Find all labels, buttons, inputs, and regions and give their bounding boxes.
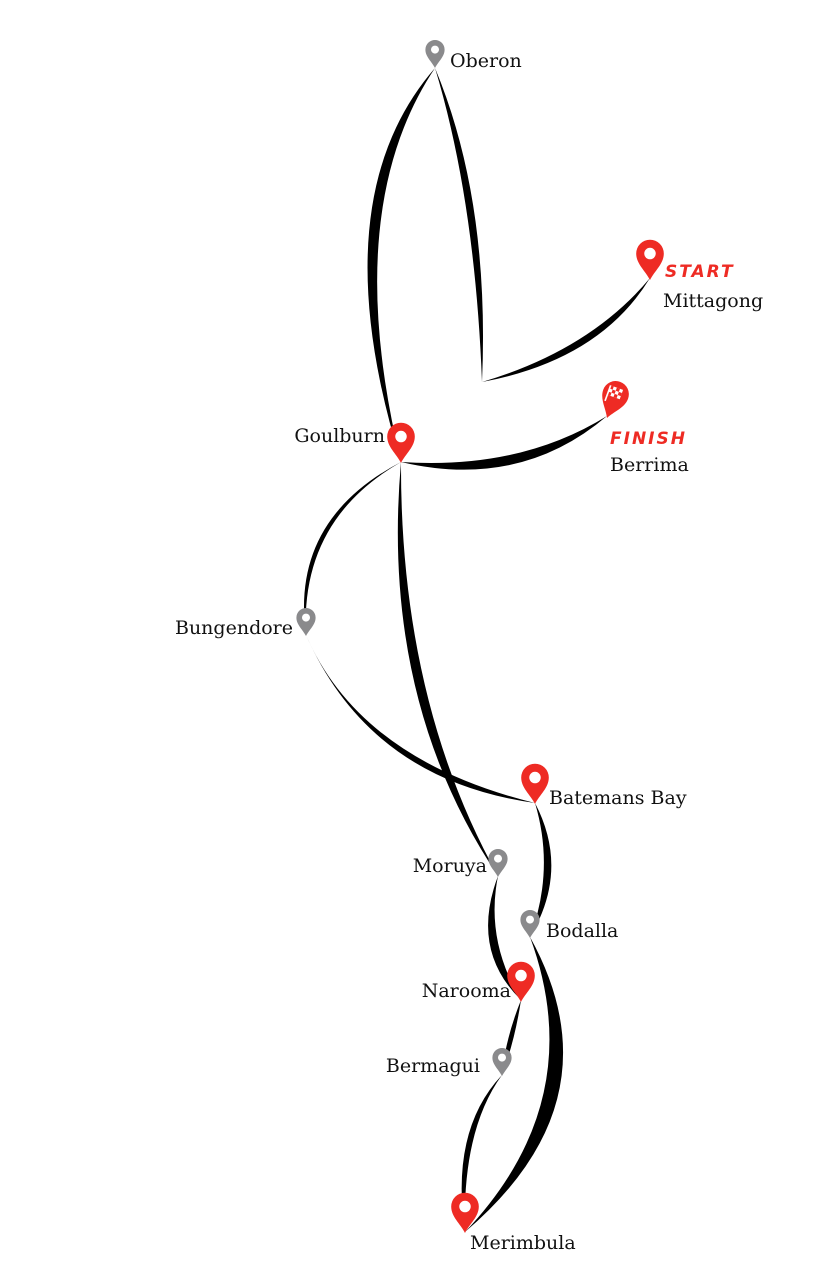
route-oberon-goulburn bbox=[367, 68, 435, 462]
pins bbox=[296, 40, 664, 1233]
pin-batemans-bay-icon[interactable] bbox=[521, 763, 549, 804]
label-narooma: Narooma bbox=[421, 980, 511, 1002]
label-oberon: Oberon bbox=[450, 50, 522, 72]
route-goulburn-berrima bbox=[401, 416, 607, 470]
label-mittagong: Mittagong bbox=[663, 290, 764, 312]
label-bodalla: Bodalla bbox=[546, 920, 619, 942]
label-bungendore: Bungendore bbox=[174, 617, 293, 639]
pin-moruya-icon[interactable] bbox=[488, 849, 508, 877]
finish-flag-pin-icon[interactable] bbox=[594, 377, 633, 423]
start-tag: START bbox=[665, 262, 735, 282]
pin-merimbula-icon[interactable] bbox=[451, 1192, 479, 1233]
label-batemans-bay: Batemans Bay bbox=[549, 787, 687, 809]
route-goulburn-moruya bbox=[397, 462, 498, 876]
route-bodalla-merimbula bbox=[465, 937, 564, 1232]
pin-oberon-icon[interactable] bbox=[425, 40, 445, 68]
label-goulburn: Goulburn bbox=[294, 425, 385, 447]
pin-mittagong-icon[interactable] bbox=[636, 239, 664, 280]
finish-tag: FINISH bbox=[610, 429, 687, 449]
label-merimbula: Merimbula bbox=[470, 1232, 576, 1254]
route-mittagong-turn bbox=[482, 278, 650, 382]
route-turn-oberon bbox=[435, 68, 484, 382]
route-bungendore-batemans bbox=[306, 635, 535, 803]
route-bermagui-merimbula bbox=[461, 1075, 502, 1232]
pin-goulburn-icon[interactable] bbox=[387, 422, 415, 463]
pin-bermagui-icon[interactable] bbox=[492, 1048, 512, 1076]
label-bermagui: Bermagui bbox=[385, 1055, 480, 1077]
pin-bungendore-icon[interactable] bbox=[296, 608, 316, 636]
route-batemans-bodalla bbox=[530, 803, 552, 937]
pin-narooma-icon[interactable] bbox=[507, 961, 535, 1002]
route-goulburn-bungendore bbox=[303, 462, 401, 635]
pin-bodalla-icon[interactable] bbox=[520, 910, 540, 938]
route-moruya-narooma bbox=[488, 876, 521, 1000]
label-moruya: Moruya bbox=[412, 855, 487, 877]
label-berrima: Berrima bbox=[610, 454, 689, 476]
